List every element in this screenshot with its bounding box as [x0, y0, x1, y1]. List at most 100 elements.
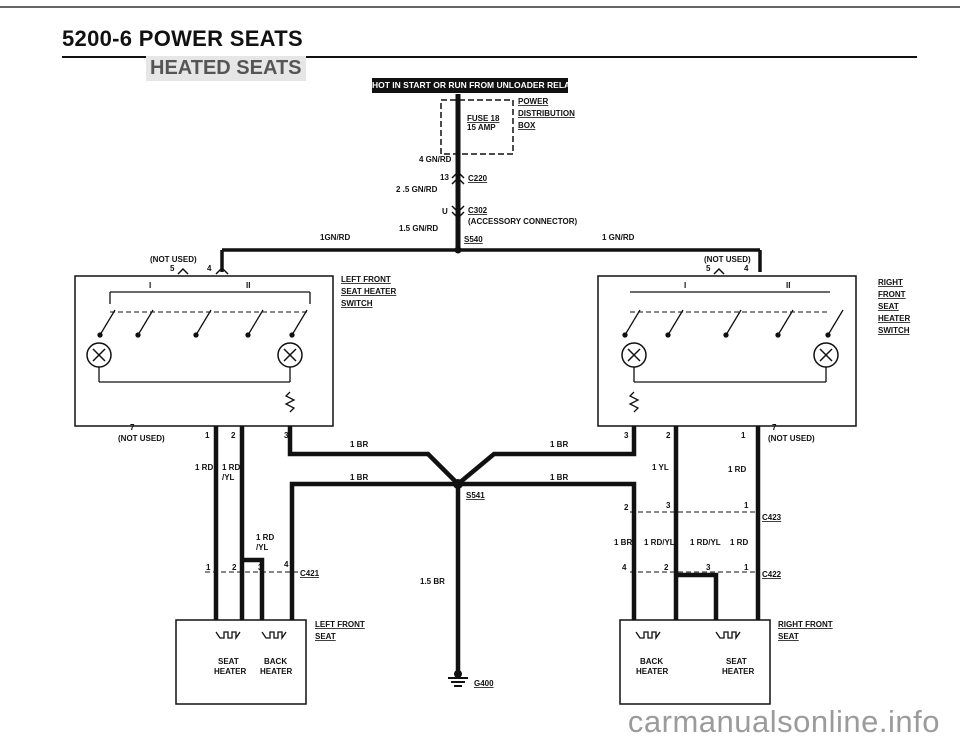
- g400-label: G400: [474, 679, 494, 688]
- c302-label: C302: [468, 206, 488, 215]
- pin-13: 13: [440, 173, 449, 182]
- right-wire-1rdyl-a: 1 RD/YL: [644, 538, 675, 547]
- right-wire-1rd-b: 1 RD: [730, 538, 748, 547]
- right-switch-label-3: SEAT: [878, 302, 899, 311]
- wire-25gnrd: 2 .5 GN/RD: [396, 185, 438, 194]
- left-pin-3: 3: [284, 431, 289, 440]
- left-wire-1rd-yl-b: 1 RD: [256, 533, 274, 542]
- wire-15br: 1.5 BR: [420, 577, 445, 586]
- left-not-used-top: (NOT USED): [150, 255, 197, 264]
- left-back-heater-element: [261, 631, 287, 641]
- right-indicator-lamps: [621, 342, 839, 368]
- right-front-seat: [619, 619, 771, 705]
- c423-pin-3: 3: [666, 501, 671, 510]
- c423-label: C423: [762, 513, 782, 522]
- fuse-label: FUSE 18: [467, 114, 500, 123]
- left-indicator-lamps: [86, 342, 303, 368]
- right-resistor: [628, 391, 640, 413]
- c422-pin-3: 3: [706, 563, 711, 572]
- top-rule: [0, 6, 960, 8]
- right-pin-7: 7: [772, 423, 777, 432]
- right-seat-heater-label-1: SEAT: [726, 657, 747, 666]
- pin-u: U: [442, 207, 448, 216]
- left-front-seat: [175, 619, 307, 705]
- c422-label: C422: [762, 570, 782, 579]
- s540-label: S540: [464, 235, 483, 244]
- right-seat-heater-label-2: HEATER: [722, 667, 755, 676]
- right-wire-1rdyl-b: 1 RD/YL: [690, 538, 721, 547]
- left-seat-label-2: SEAT: [315, 632, 336, 641]
- left-seat-feeds: [213, 426, 265, 620]
- wire-4gnrd: 4 GN/RD: [419, 155, 452, 164]
- left-pin-1: 1: [205, 431, 210, 440]
- right-seat-label-1: RIGHT FRONT: [778, 620, 833, 629]
- left-pin-2: 2: [231, 431, 236, 440]
- c421-pin-3: 3: [258, 563, 263, 572]
- right-wire-1yl: 1 YL: [652, 463, 669, 472]
- left-pin-7: 7: [130, 423, 135, 432]
- s541-label: S541: [466, 491, 485, 500]
- c422-pin-2: 2: [664, 563, 669, 572]
- wire-1gnrd-right: 1 GN/RD: [602, 233, 635, 242]
- right-not-used-bottom: (NOT USED): [768, 434, 815, 443]
- watermark: carmanualsonline.info: [627, 704, 940, 739]
- left-pin-5: 5: [170, 264, 175, 273]
- c423-pin-1: 1: [744, 501, 749, 510]
- left-seat-heater-label-2: HEATER: [214, 667, 247, 676]
- left-wire-yl-a: /YL: [222, 473, 235, 482]
- right-switch-label-2: FRONT: [878, 290, 906, 299]
- title-rule: [62, 56, 917, 58]
- left-back-heater-label-2: HEATER: [260, 667, 293, 676]
- right-back-heater-label-1: BACK: [640, 657, 663, 666]
- wire-1gnrd-left: 1GN/RD: [320, 233, 350, 242]
- g400-ground-symbol: [448, 677, 468, 687]
- c220-connector: [451, 170, 465, 185]
- left-back-heater-label-1: BACK: [264, 657, 287, 666]
- right-pin-5: 5: [706, 264, 711, 273]
- fuse-rating: 15 AMP: [467, 123, 496, 132]
- left-seat-heater-label-1: SEAT: [218, 657, 239, 666]
- right-wire-1br: 1 BR: [614, 538, 632, 547]
- left-switch-label-3: SWITCH: [341, 299, 373, 308]
- left-switch-label-1: LEFT FRONT: [341, 275, 391, 284]
- left-pin4-connector: [215, 266, 229, 275]
- right-back-heater-element: [635, 631, 661, 641]
- ground-eyelet: [454, 670, 462, 678]
- left-resistor: [284, 391, 296, 413]
- right-switch-label-5: SWITCH: [878, 326, 910, 335]
- right-switch-label-4: HEATER: [878, 314, 911, 323]
- accessory-connector-label: (ACCESSORY CONNECTOR): [468, 217, 578, 226]
- section-title: HEATED SEATS: [146, 56, 306, 81]
- right-pin5-connector: [713, 267, 725, 275]
- left-wire-1rd-yl-a: 1 RD: [222, 463, 240, 472]
- right-pin-1: 1: [741, 431, 746, 440]
- left-pin-4: 4: [207, 264, 212, 273]
- left-seat-heater-element: [215, 631, 241, 641]
- right-switch-II: II: [786, 281, 790, 290]
- right-back-heater-label-2: HEATER: [636, 667, 669, 676]
- wire-15gnrd: 1.5 GN/RD: [399, 224, 438, 233]
- right-pin-3: 3: [624, 431, 629, 440]
- right-seat-feeds: [673, 426, 761, 620]
- c422-pin-1: 1: [744, 563, 749, 572]
- wire-1br-a: 1 BR: [350, 440, 368, 449]
- pdb-label-3: BOX: [518, 121, 536, 130]
- left-switch-II: II: [246, 281, 250, 290]
- c302-connector: [451, 205, 465, 220]
- hot-in-start-banner: HOT IN START OR RUN FROM UNLOADER RELAY …: [372, 78, 588, 93]
- left-wire-yl-b: /YL: [256, 543, 269, 552]
- ground-wires: [287, 426, 637, 678]
- right-switch-contacts: [622, 309, 844, 338]
- power-distribution-box: [440, 99, 514, 155]
- right-seat-heater-switch: [597, 275, 857, 427]
- c421-label: C421: [300, 569, 320, 578]
- left-switch-I: I: [149, 281, 151, 290]
- wire-1br-c: 1 BR: [350, 473, 368, 482]
- pdb-label-2: DISTRIBUTION: [518, 109, 575, 118]
- c421-pin-4: 4: [284, 560, 289, 569]
- s541-splice: [453, 479, 463, 489]
- c422-pin-4: 4: [622, 563, 627, 572]
- right-pin-2: 2: [666, 431, 671, 440]
- page-title: 5200-6 POWER SEATS: [62, 26, 303, 51]
